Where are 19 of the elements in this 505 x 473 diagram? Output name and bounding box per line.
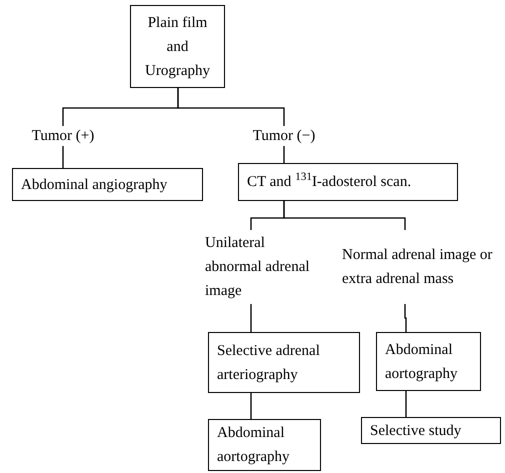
branch-label: Unilateral abnormal adrenal image (205, 230, 310, 304)
process-box: Abdominal aortography (376, 332, 481, 391)
process-box: Selective study (361, 417, 501, 444)
connector-line (250, 304, 252, 332)
process-box: Abdominal angiography (12, 168, 203, 201)
connector-line (283, 201, 406, 230)
branch-label: Normal adrenal image or extra adrenal mass (342, 230, 494, 304)
process-box: Selective adrenal arteriography (208, 332, 360, 393)
connector-line (62, 146, 64, 168)
process-box: CT and $^{131}$I-adosterol scan. (238, 163, 458, 201)
branch-label: Tumor (+) (17, 126, 109, 146)
connector-line (177, 88, 285, 126)
process-box: Plain film and Urography (130, 5, 225, 88)
connector-line (404, 304, 407, 332)
process-box: Abdominal aortography (208, 419, 321, 471)
branch-label: Tumor (−) (237, 126, 331, 146)
connector-line (405, 391, 407, 417)
connector-line (250, 393, 252, 419)
connector-line (283, 146, 285, 163)
